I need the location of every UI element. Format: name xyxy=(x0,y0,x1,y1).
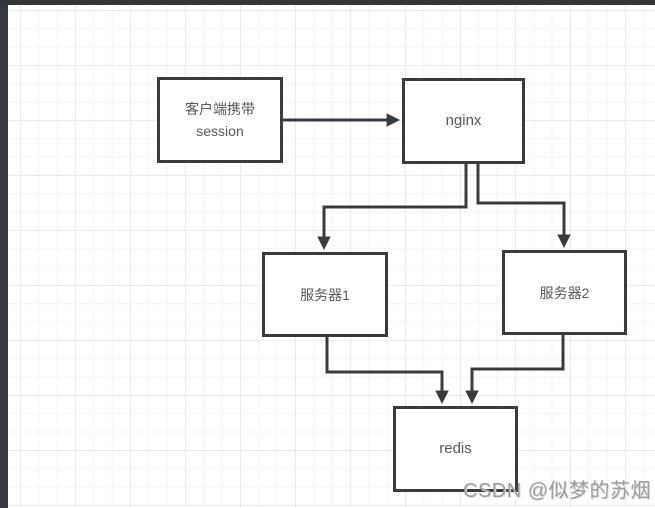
node-server2: 服务器2 xyxy=(502,250,627,335)
edge-nginx-server1 xyxy=(317,164,468,251)
edge-nginx-server2 xyxy=(476,164,571,249)
edge-server2-redis xyxy=(465,335,565,405)
node-redis: redis xyxy=(393,406,518,492)
left-chrome-bar xyxy=(0,0,8,508)
csdn-watermark: CSDN @似梦的苏烟 xyxy=(463,480,652,502)
edge-server1-redis xyxy=(325,337,449,405)
node-server1: 服务器1 xyxy=(262,252,388,337)
top-chrome-bar xyxy=(0,0,655,5)
node-client-session: 客户端携带 session xyxy=(157,77,283,163)
node-nginx: nginx xyxy=(402,78,525,164)
